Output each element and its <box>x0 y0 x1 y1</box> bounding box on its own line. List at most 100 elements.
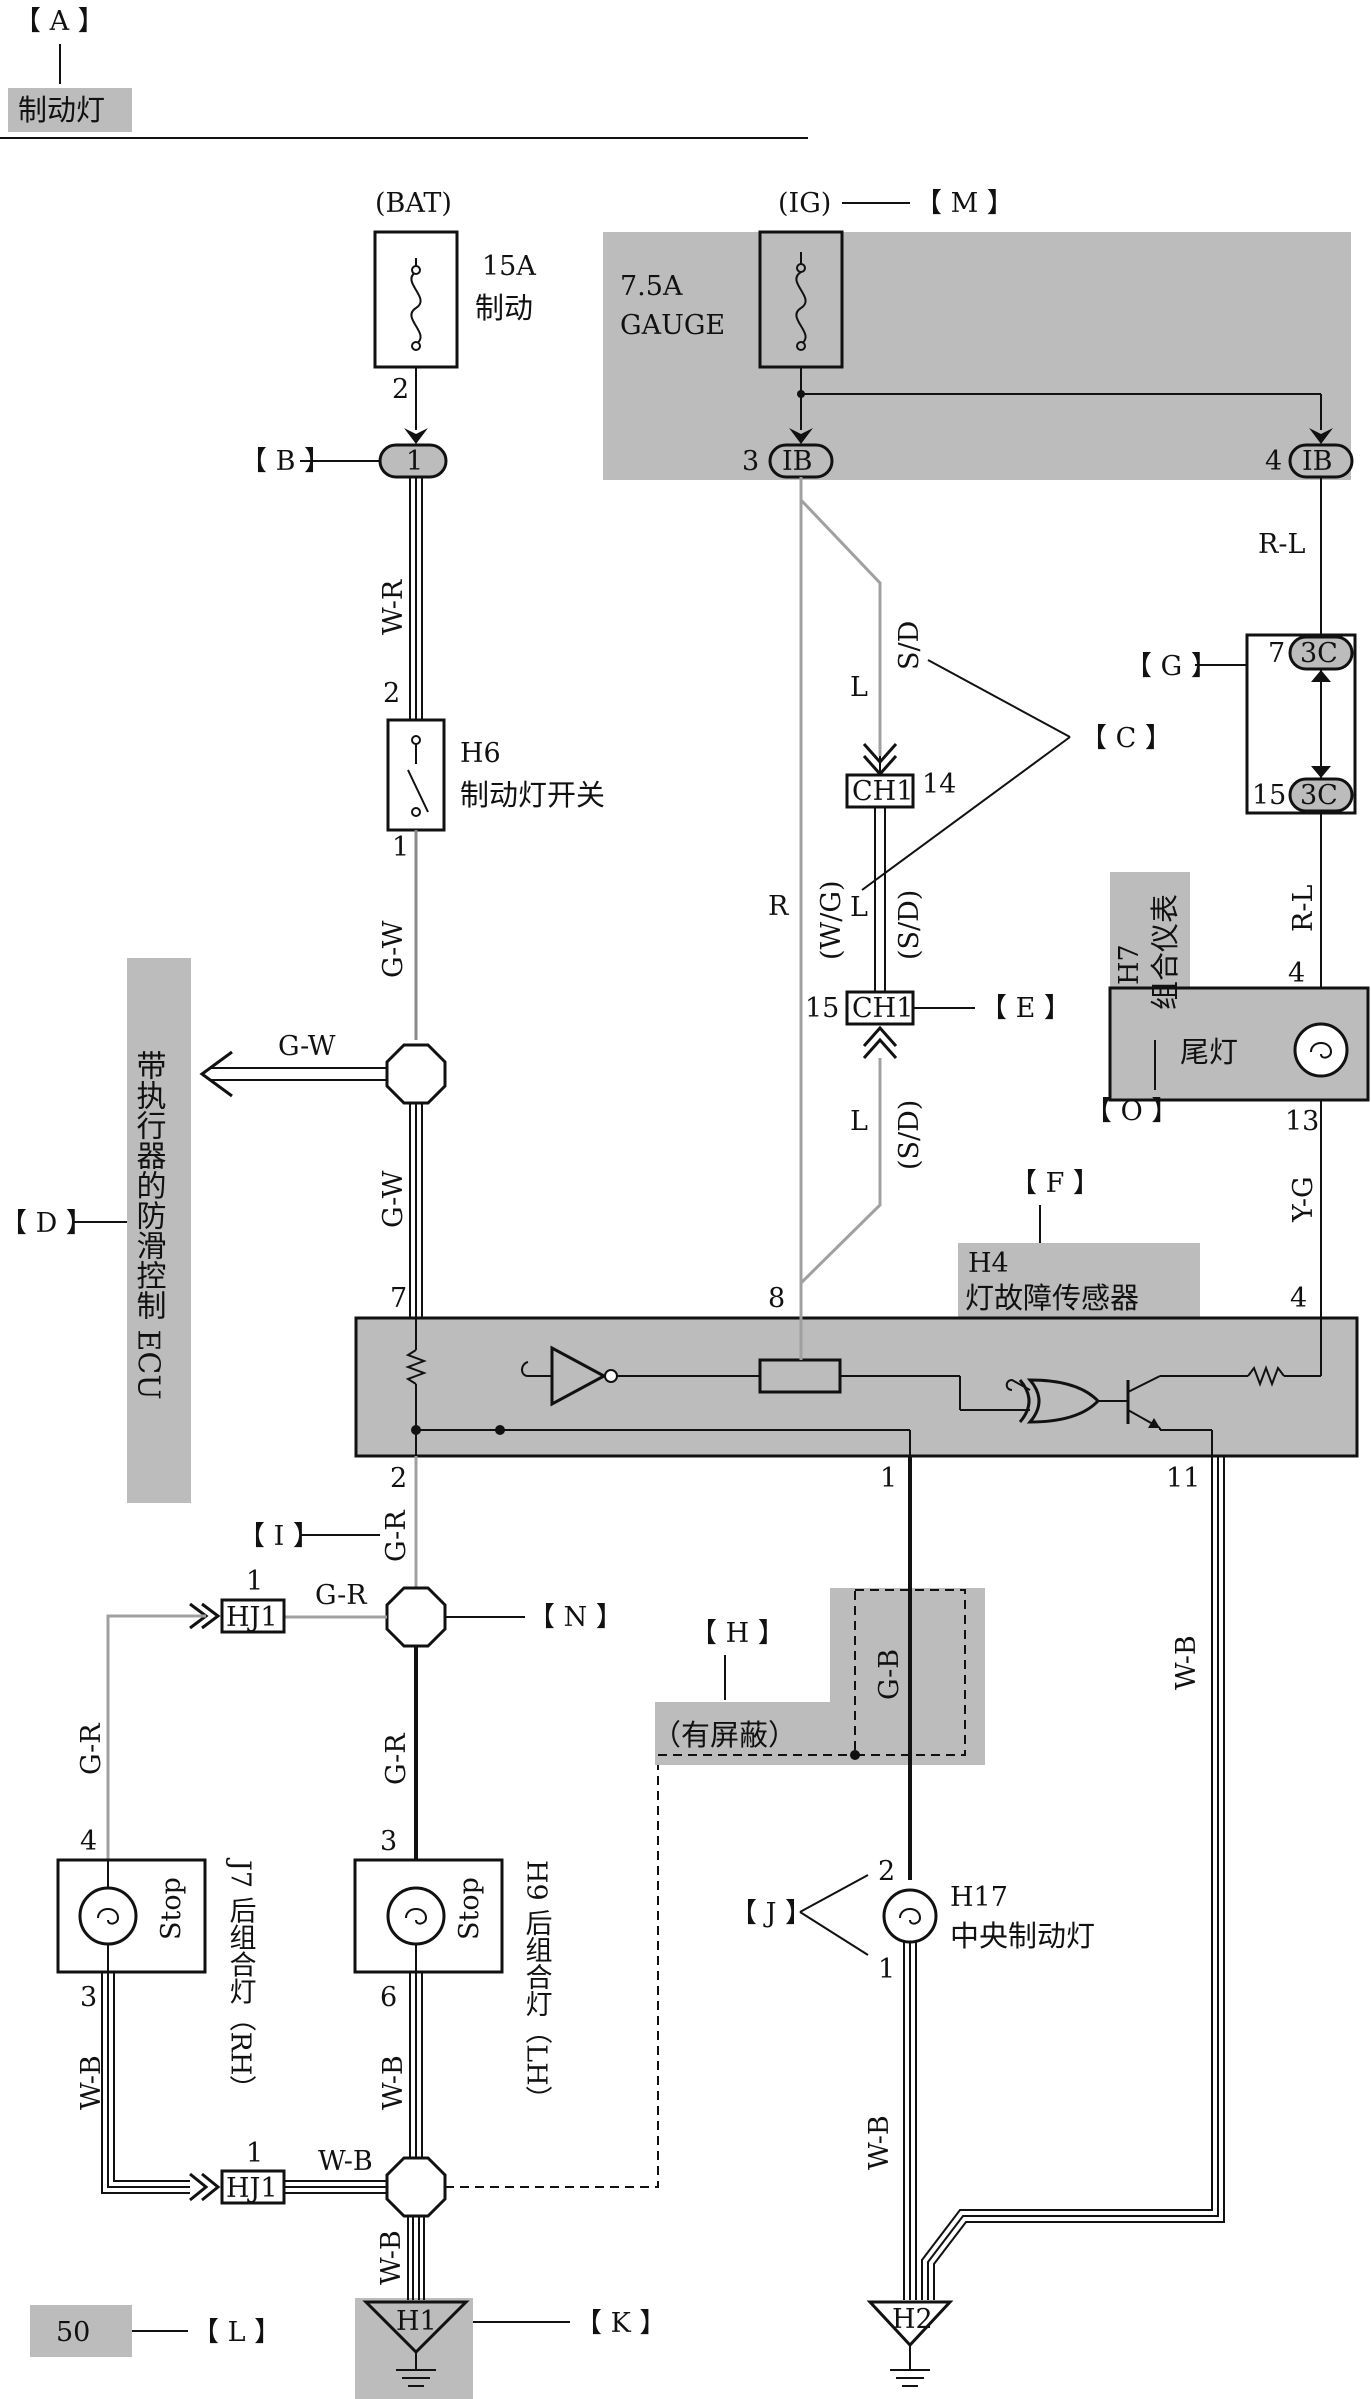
pin-label: 3 <box>742 446 759 477</box>
callout-g: 【 G 】 <box>1125 651 1218 682</box>
center-stop-code: H17 <box>950 1882 1008 1913</box>
pin-label: 1 <box>246 1566 263 1597</box>
meter-name: 组合仪表 <box>1148 894 1182 1010</box>
fuse-15a-name: 制动 <box>475 291 533 325</box>
lamp-sensor-label-bg <box>958 1243 1200 1319</box>
logic-gate <box>1026 1378 1101 1424</box>
wire-label: L <box>850 1106 868 1137</box>
pin-label: 1 <box>392 832 409 863</box>
ground-h1 <box>362 2300 470 2355</box>
pin-label: 1 <box>246 2138 263 2169</box>
fuse-gauge-rating: 7.5A <box>620 271 683 302</box>
callout-f: 【 F 】 <box>1010 1168 1100 1199</box>
rear-lamp-rh-name: J7 后组合灯（RH） <box>225 1857 257 2102</box>
stop-label: Stop <box>156 1877 187 1940</box>
callout-o: 【 O 】 <box>1085 1096 1178 1127</box>
connector-label: IB <box>1302 446 1333 477</box>
switch-name: 制动灯开关 <box>460 778 605 812</box>
abs-ecu-panel <box>127 958 191 1503</box>
page-number: 50 <box>56 2317 90 2348</box>
pin-label: 4 <box>80 1826 97 1857</box>
shield-panel <box>655 1588 985 1765</box>
wire-label: G-R <box>315 1580 367 1611</box>
pin-label: 4 <box>1265 446 1282 477</box>
callout-i: 【 I 】 <box>238 1521 320 1552</box>
connector-label: CH1 <box>852 776 913 807</box>
wire-label: W-B <box>1171 1635 1202 1690</box>
wire-label: (W/G) <box>816 881 847 960</box>
callout-c: 【 C 】 <box>1080 723 1172 754</box>
splice-gr <box>385 1586 447 1648</box>
abs-ecu-name: 带执行器的防滑控制 ECU <box>131 1050 167 1400</box>
wire-label: W-B <box>318 2146 373 2177</box>
ground-h1-label: H1 <box>396 2306 437 2337</box>
switch-code: H6 <box>460 738 501 769</box>
ground-h2 <box>866 2300 954 2348</box>
fuse-15a-rating: 15A <box>482 251 536 282</box>
connector-label: IB <box>782 446 813 477</box>
pin-label: 6 <box>380 1982 397 2013</box>
page-title: 制动灯 <box>18 93 105 127</box>
ground-h2-label: H2 <box>892 2304 933 2335</box>
tag-a: 【 A 】 <box>14 6 105 37</box>
pin-label: 1 <box>878 1954 895 1985</box>
pin-label: 2 <box>383 678 400 709</box>
sensor-name: 灯故障传感器 <box>965 1281 1139 1315</box>
wire-label: R-L <box>1288 885 1319 932</box>
pin-label: 3 <box>80 1982 97 2013</box>
wire-label: W-R <box>378 579 409 635</box>
center-stop-name: 中央制动灯 <box>950 1919 1095 1953</box>
ig-label: (IG) <box>778 188 831 219</box>
pin-label: 4 <box>1290 1283 1307 1314</box>
pin-label: 4 <box>1288 958 1305 989</box>
wire-label: G-R <box>76 1723 107 1775</box>
pin-label: 3 <box>380 1826 397 1857</box>
wire-label: G-B <box>874 1649 905 1700</box>
tail-lamp-bulb <box>1293 1022 1349 1078</box>
shielded-label: （有屏蔽） <box>652 1718 797 1752</box>
wire-label: W-B <box>864 2115 895 2170</box>
stop-label: Stop <box>454 1877 485 1940</box>
wire-label: W-B <box>378 2055 409 2110</box>
wire-label: R-L <box>1258 529 1305 560</box>
callout-l: 【 L 】 <box>192 2317 281 2348</box>
page-number-bg <box>30 2305 132 2357</box>
pin-label: 2 <box>392 374 409 405</box>
pin-label: 8 <box>768 1283 785 1314</box>
tail-lamp-label: 尾灯 <box>1180 1035 1238 1069</box>
meter-code: H7 <box>1114 944 1145 985</box>
wire-label: G-W <box>378 1170 409 1228</box>
wire-label: R <box>768 891 789 922</box>
splice-wb <box>385 2156 447 2218</box>
wire-label: Y-G <box>1288 1176 1319 1223</box>
wire-label: W-B <box>76 2055 107 2110</box>
fuse-gauge-name: GAUGE <box>620 310 725 341</box>
pin-label: 2 <box>878 1856 895 1887</box>
callout-n: 【 N 】 <box>528 1602 623 1633</box>
pin-label: 14 <box>922 769 956 800</box>
connector-ch1-15 <box>845 990 915 1026</box>
pin-label: 15 <box>805 993 839 1024</box>
connector-1-label: 1 <box>406 446 423 477</box>
wire-label: W-B <box>376 2230 407 2285</box>
connector-label: 3C <box>1300 780 1338 811</box>
wire-label: G-R <box>381 1733 412 1785</box>
wire-label: S/D <box>894 621 925 670</box>
bat-label: (BAT) <box>375 188 452 219</box>
callout-d: 【 D 】 <box>0 1208 93 1239</box>
connector-label: HJ1 <box>226 2173 278 2204</box>
splice-gw <box>385 1043 447 1105</box>
pin-label: 7 <box>390 1283 407 1314</box>
wire-label: G-R <box>381 1510 412 1562</box>
pin-label: 1 <box>880 1463 897 1494</box>
connector-ch1-14 <box>845 773 915 809</box>
callout-m: 【 M 】 <box>915 188 1014 219</box>
pin-label: 13 <box>1285 1106 1319 1137</box>
wire-label: L <box>850 892 868 923</box>
wire-label: L <box>850 672 868 703</box>
wire-label: (S/D) <box>894 1100 925 1170</box>
callout-h: 【 H 】 <box>690 1618 785 1649</box>
callout-k: 【 K 】 <box>575 2308 666 2339</box>
sense-resistor <box>758 1358 842 1394</box>
